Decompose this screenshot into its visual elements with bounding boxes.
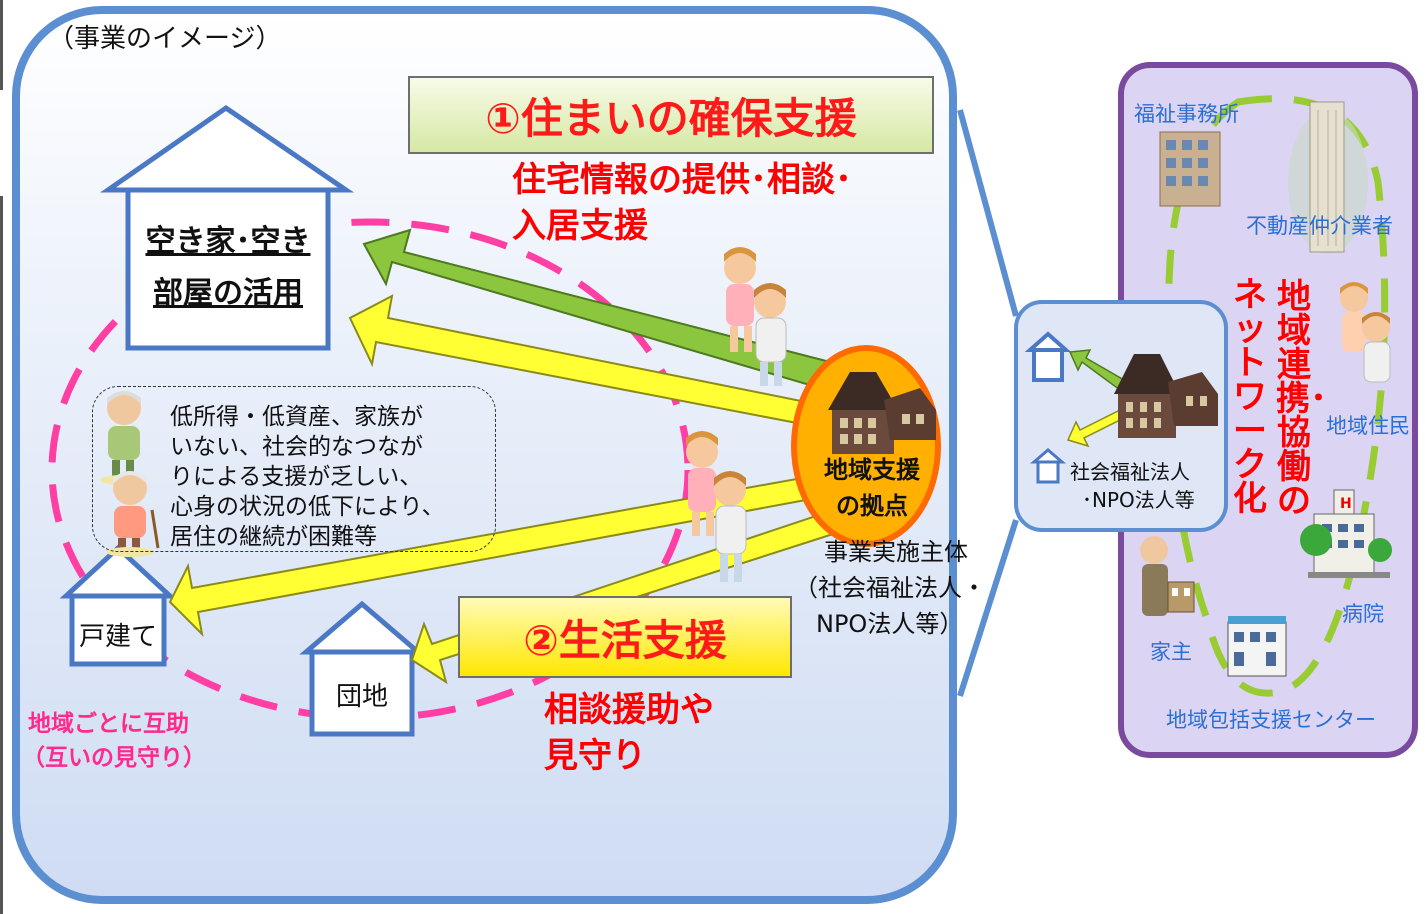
support-center-label: 地域包括支援センター xyxy=(1166,708,1376,732)
network-ring xyxy=(1164,95,1389,697)
yellow-arrow-to-detached xyxy=(168,476,808,637)
mid-panel-label: 社会福祉法人 ･NPO法人等 xyxy=(1070,458,1195,514)
hub-label: 地域支援 の拠点 xyxy=(800,452,944,524)
operator-label-line3: NPO法人等） xyxy=(816,610,964,638)
hospital-label: 病院 xyxy=(1342,602,1384,626)
mid-panel-canvas xyxy=(1024,331,1218,484)
connector-line-bottom xyxy=(957,519,1019,697)
target-info-line: 低所得・低資産、家族が xyxy=(170,404,423,430)
mid-panel-label-line1: 社会福祉法人 xyxy=(1070,460,1190,484)
vacant-house-label-line2: 部屋の活用 xyxy=(153,276,303,311)
vacant-house-icon xyxy=(100,104,355,351)
target-info-line: 心身の状況の低下により、 xyxy=(170,494,445,520)
brick-building-icon xyxy=(1114,354,1218,438)
target-info-line: いない、社会的なつなが xyxy=(170,434,423,460)
yellow-arrow-to-vacant xyxy=(348,294,808,426)
residents-label: 地域住民 xyxy=(1326,414,1410,438)
life-support-desc-line1: 相談援助や xyxy=(544,690,714,730)
edge-rule-bottom xyxy=(0,196,3,914)
network-vertical-text-col1: ネットワーク化 xyxy=(1233,275,1267,519)
mid-green-arrow xyxy=(1068,349,1125,392)
detached-label: 戸建て xyxy=(78,622,157,652)
network-vertical-text-col2: 地域連携･協働の xyxy=(1276,277,1327,521)
connector-line-top xyxy=(957,109,1019,317)
caregiver-person-icon xyxy=(714,471,747,582)
mid-panel-label-line2: ･NPO法人等 xyxy=(1082,488,1195,512)
mutual-aid-line2: （互いの見守り） xyxy=(22,745,206,771)
target-info-text: 低所得・低資産、家族が いない、社会的なつなが りによる支援が乏しい、 心身の状… xyxy=(170,402,445,552)
vacant-house-label-line1: 空き家･空き xyxy=(145,224,311,259)
target-info-line: りによる支援が乏しい、 xyxy=(170,464,423,490)
house-outline-icon xyxy=(1029,448,1067,484)
realtor-label: 不動産仲介業者 xyxy=(1246,214,1393,238)
operator-label-line1: 事業実施主体 xyxy=(824,538,968,566)
life-support-desc-line2: 見守り xyxy=(544,736,646,776)
network-canvas: H xyxy=(1140,95,1392,697)
life-support-title: ②生活支援 xyxy=(458,596,792,678)
detached-house-icon xyxy=(59,544,177,667)
landlord-label: 家主 xyxy=(1150,640,1192,664)
resident-person-icon xyxy=(1362,312,1391,383)
hospital-icon: H xyxy=(1300,489,1392,578)
svg-text:H: H xyxy=(1340,496,1352,512)
target-info-line: 居住の継続が困難等 xyxy=(170,524,377,550)
operator-label-line2: （社会福祉法人・ xyxy=(794,574,986,602)
clinic-building-icon xyxy=(1227,616,1287,677)
elderly-person-icon xyxy=(106,471,160,557)
housing-support-title: ①住まいの確保支援 xyxy=(408,76,934,154)
housing-support-desc-line2: 入居支援 xyxy=(512,206,648,246)
office-building-icon xyxy=(1159,131,1221,207)
operator-label: 事業実施主体 （社会福祉法人・ NPO法人等） xyxy=(794,534,986,642)
housing-support-desc-line1: 住宅情報の提供･相談･ xyxy=(512,160,852,200)
caregiver-person-icon xyxy=(754,283,787,386)
house-outline-icon xyxy=(1024,331,1072,382)
target-info-box xyxy=(92,386,496,552)
elderly-person-icon xyxy=(100,391,144,485)
tower-building-icon xyxy=(1288,101,1368,254)
edge-rule-top xyxy=(0,0,3,90)
brick-building-icon xyxy=(828,372,936,454)
mutual-aid-line1: 地域ごとに互助 xyxy=(28,711,189,737)
apartment-label: 団地 xyxy=(335,682,388,712)
caregiver-person-icon xyxy=(686,431,718,536)
green-arrow-to-vacant xyxy=(362,228,832,390)
hub-label-line1: 地域支援 xyxy=(824,456,920,484)
caregiver-person-icon xyxy=(724,247,756,352)
landlord-person-icon xyxy=(1140,536,1195,616)
apartment-house-icon xyxy=(299,600,425,737)
hub-label-line2: の拠点 xyxy=(836,492,908,520)
welfare-office-label: 福祉事務所 xyxy=(1134,102,1239,126)
resident-person-icon xyxy=(1340,282,1368,352)
panel-caption: （事業のイメージ） xyxy=(48,24,282,54)
